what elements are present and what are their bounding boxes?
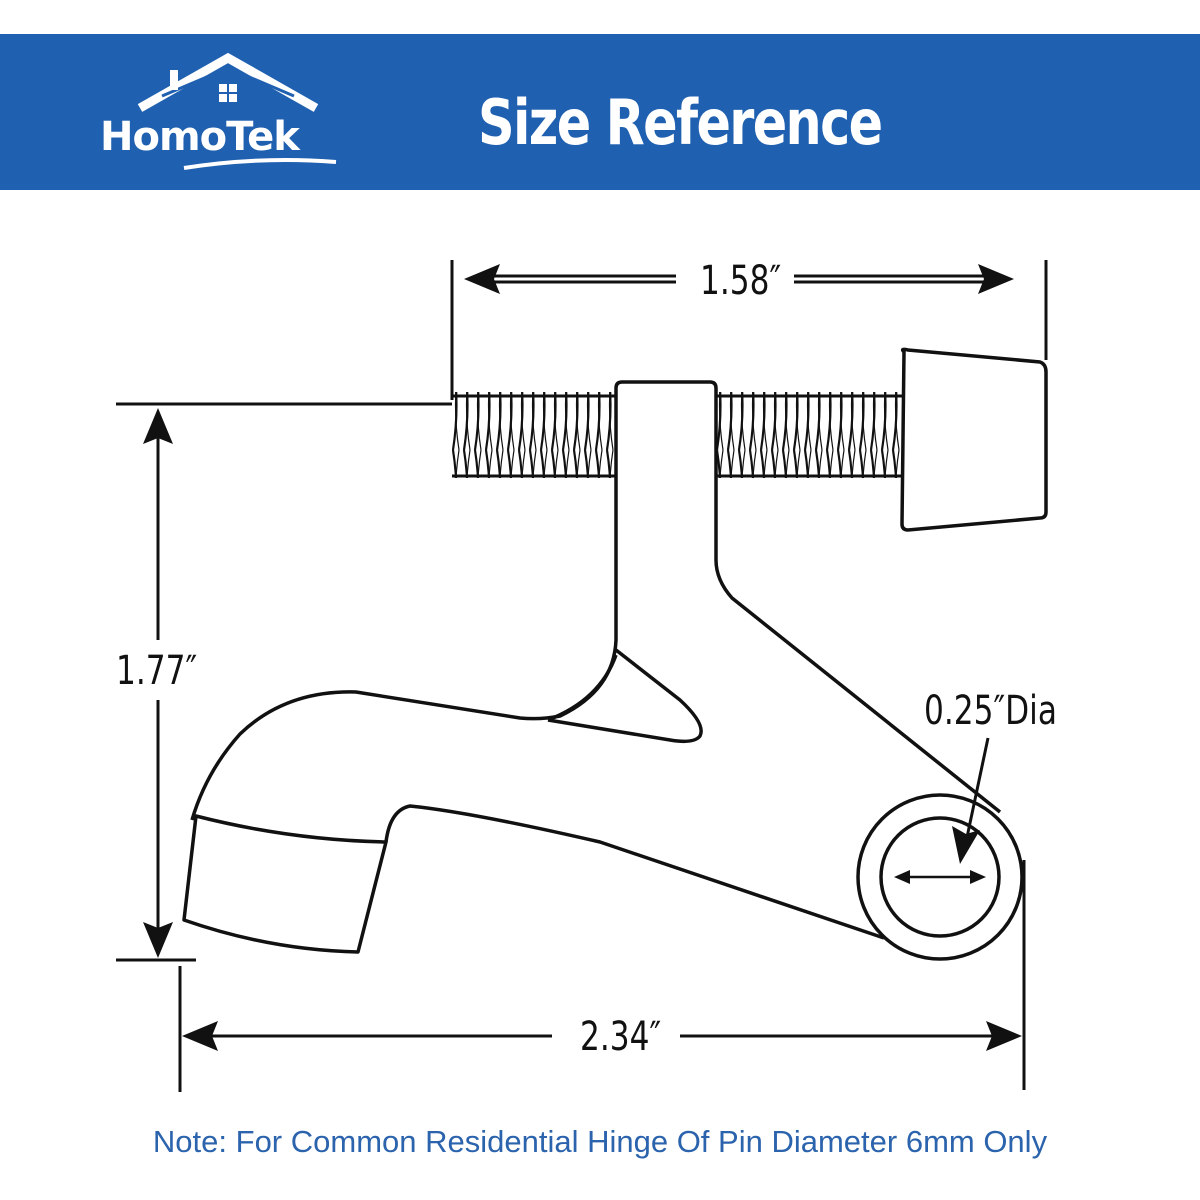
rubber-bumper [900, 347, 1048, 532]
homotek-logo: HomoTek [100, 52, 360, 182]
page-title: Size Reference [478, 86, 883, 159]
dimension-pin [894, 737, 990, 884]
header-banner: HomoTek Size Reference [0, 34, 1200, 190]
note-text: Note: For Common Residential Hinge Of Pi… [152, 1124, 1048, 1159]
logo-text: HomoTek [100, 114, 300, 160]
dimension-top [450, 260, 1048, 400]
dimension-bottom [178, 860, 1026, 1092]
threaded-rod [452, 392, 902, 478]
pin-diameter-label: 0.25″Dia [924, 688, 1057, 734]
house-roof-icon [137, 52, 337, 170]
dimension-left [116, 402, 452, 962]
width-bottom-label: 2.34″ [580, 1014, 662, 1060]
height-left-label: 1.77″ [116, 648, 198, 694]
width-top-label: 1.58″ [700, 258, 782, 304]
stop-body [182, 380, 1002, 954]
